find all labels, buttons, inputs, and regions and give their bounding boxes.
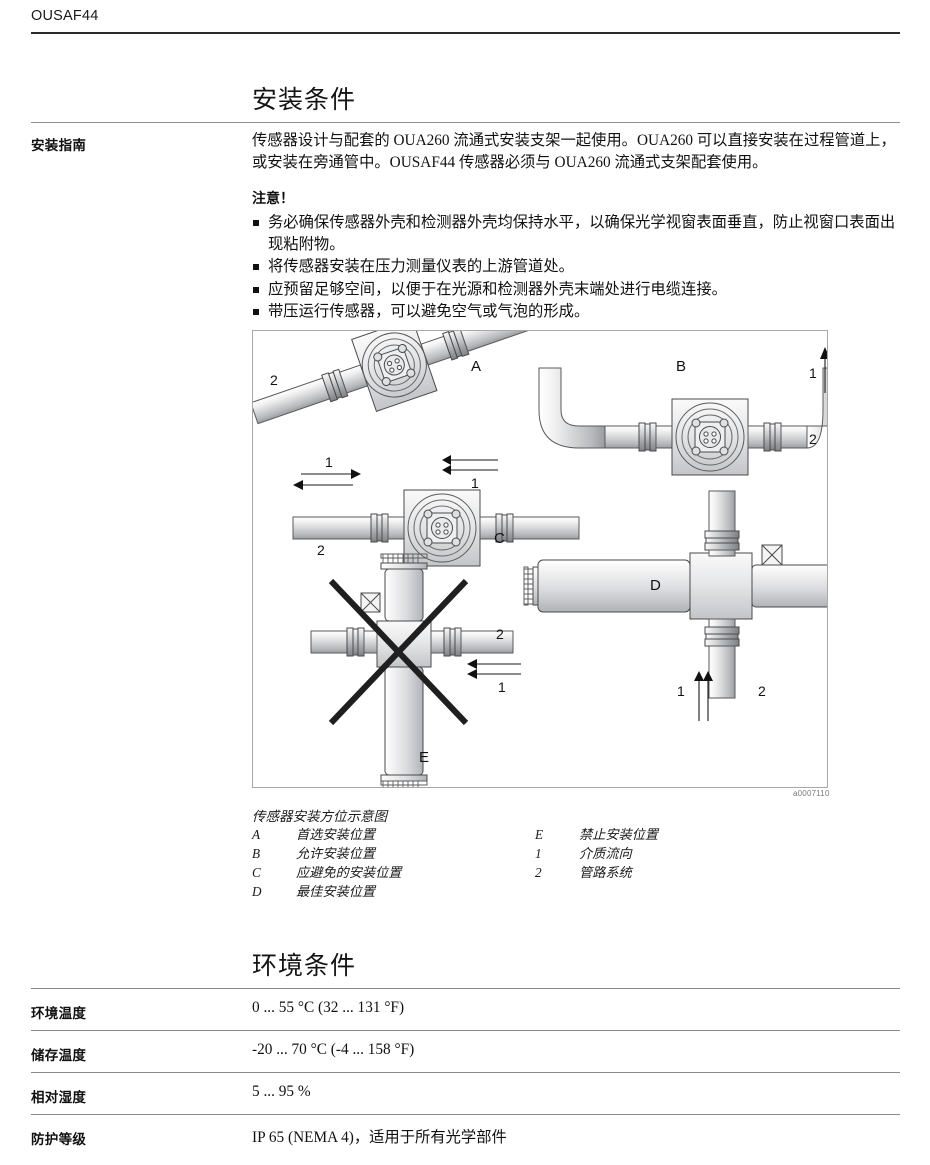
list-item: 带压运行传感器，可以避免空气或气泡的形成。	[252, 301, 900, 323]
legend-key: D	[252, 884, 262, 899]
legend-item: 2 管路系统	[535, 862, 658, 881]
section-divider-installation	[31, 122, 900, 123]
table-row-value: 5 ... 95 %	[252, 1083, 311, 1100]
legend-text: 禁止安装位置	[579, 827, 659, 842]
figure-reference-code: a0007110	[793, 789, 830, 798]
legend-key: 2	[535, 865, 542, 880]
document-id: OUSAF44	[31, 8, 99, 24]
installation-notice-list: 务必确保传感器外壳和检测器外壳均保持水平，以确保光学视窗表面垂直，防止视窗口表面…	[252, 212, 900, 323]
table-row-value: -20 ... 70 °C (-4 ... 158 °F)	[252, 1041, 415, 1058]
figure-label-c: C	[494, 530, 505, 547]
legend-key: A	[252, 827, 261, 842]
legend-key: C	[252, 865, 261, 880]
legend-key: 1	[535, 846, 542, 861]
figure-label-2-e: 2	[496, 626, 504, 642]
figure-label-1-b: 1	[809, 365, 817, 381]
installation-intro-paragraph: 传感器设计与配套的 OUA260 流通式安装支架一起使用。OUA260 可以直接…	[252, 132, 896, 171]
figure-label-d: D	[650, 577, 661, 594]
table-row-key: 环境温度	[31, 1006, 87, 1021]
section-title-ambient-conditions: 环境条件	[252, 952, 357, 980]
figure-label-2-d: 2	[758, 683, 766, 699]
figure-caption: 传感器安装方位示意图	[252, 809, 387, 824]
forbidden-cross-icon	[328, 578, 469, 726]
section-title-installation: 安装条件	[252, 86, 357, 114]
figure-legend-left-column: A 首选安装位置 B 允许安装位置 C 应避免的安装位置 D 最佳安装位置	[252, 824, 402, 900]
notice-heading: 注意！	[252, 190, 294, 206]
legend-text: 首选安装位置	[296, 827, 376, 842]
list-item: 应预留足够空间，以便于在光源和检测器外壳末端处进行电缆连接。	[252, 279, 900, 301]
figure-label-1-d: 1	[677, 683, 685, 699]
figure-label-2-a: 2	[270, 372, 278, 388]
legend-item: B 允许安装位置	[252, 843, 402, 862]
figure-label-b: B	[676, 358, 686, 375]
legend-item: A 首选安装位置	[252, 824, 402, 843]
installation-orientation-figure: 1 2 A	[252, 330, 828, 788]
legend-text: 介质流向	[579, 846, 632, 861]
figure-legend-right-column: E 禁止安装位置 1 介质流向 2 管路系统	[535, 824, 658, 881]
legend-text: 应避免的安装位置	[296, 865, 402, 880]
legend-text: 最佳安装位置	[296, 884, 376, 899]
installation-body: 传感器设计与配套的 OUA260 流通式安装支架一起使用。OUA260 可以直接…	[252, 130, 900, 324]
legend-item: D 最佳安装位置	[252, 881, 402, 900]
legend-text: 管路系统	[579, 865, 632, 880]
legend-item: 1 介质流向	[535, 843, 658, 862]
table-row-value: 0 ... 55 °C (32 ... 131 °F)	[252, 999, 405, 1016]
figure-label-e: E	[419, 749, 429, 766]
list-item: 将传感器安装在压力测量仪表的上游管道处。	[252, 256, 900, 278]
table-row-key: 相对湿度	[31, 1090, 87, 1105]
legend-key: E	[535, 827, 544, 842]
figure-drawing: 1 2 A	[253, 331, 827, 787]
figure-label-1-e: 1	[498, 679, 506, 695]
figure-label-2-c: 2	[317, 542, 325, 558]
table-row-divider	[31, 988, 900, 989]
header-divider	[31, 32, 900, 34]
figure-label-a: A	[471, 358, 481, 375]
legend-key: B	[252, 846, 261, 861]
table-row-key: 防护等级	[31, 1132, 87, 1147]
legend-text: 允许安装位置	[296, 846, 376, 861]
figure-label-2-b: 2	[809, 431, 817, 447]
table-row-divider	[31, 1072, 900, 1073]
table-row-value: IP 65 (NEMA 4)，适用于所有光学部件	[252, 1129, 507, 1146]
legend-item: E 禁止安装位置	[535, 824, 658, 843]
list-item: 务必确保传感器外壳和检测器外壳均保持水平，以确保光学视窗表面垂直，防止视窗口表面…	[252, 212, 900, 255]
table-row-divider	[31, 1030, 900, 1031]
legend-item: C 应避免的安装位置	[252, 862, 402, 881]
table-row-divider	[31, 1114, 900, 1115]
table-row-key: 储存温度	[31, 1048, 87, 1063]
row-label-installation-guidelines: 安装指南	[31, 138, 87, 153]
figure-label-1-a: 1	[471, 475, 479, 491]
figure-label-1-c: 1	[325, 454, 333, 470]
